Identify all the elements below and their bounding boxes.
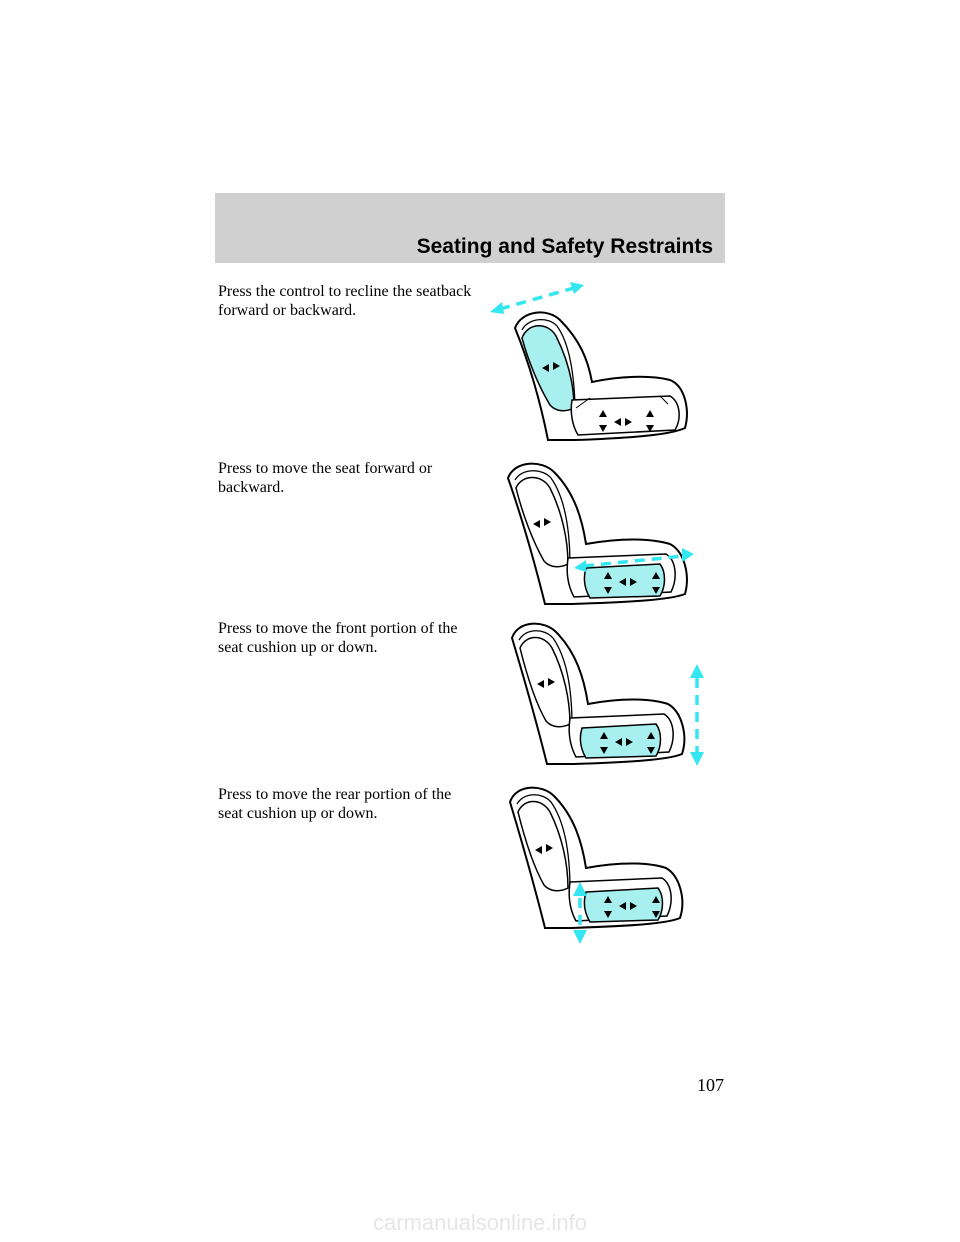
seat-fore-aft-diagram (506, 462, 694, 605)
instruction-recline: Press the control to recline the seatbac… (218, 283, 472, 319)
section-header-bar: Seating and Safety Restraints (215, 193, 725, 263)
instruction-fore-aft: Press to move the seat forward or backwa… (218, 460, 433, 496)
seat-front-cushion-diagram (510, 622, 704, 766)
section-title: Seating and Safety Restraints (416, 235, 713, 258)
instruction-front-cushion: Press to move the front portion of the s… (218, 620, 458, 656)
seat-recline-diagram (490, 282, 688, 441)
page-number: 107 (697, 1075, 724, 1095)
instruction-rear-cushion: Press to move the rear portion of the se… (218, 786, 452, 822)
watermark: carmanualsonline.info (372, 1210, 588, 1235)
seat-rear-cushion-diagram (508, 786, 684, 944)
